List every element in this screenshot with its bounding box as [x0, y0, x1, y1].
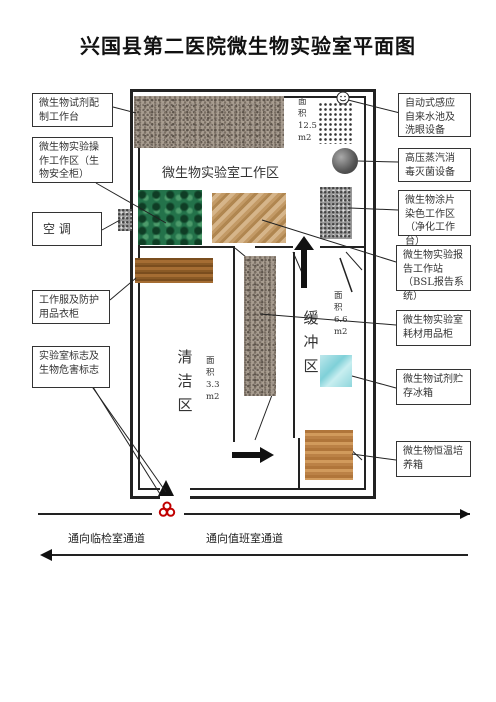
clean-area-wall — [298, 438, 300, 488]
outer-wall-top — [130, 89, 376, 92]
outer-wall-right — [373, 89, 376, 498]
arrow-up-small-icon — [158, 480, 174, 496]
work-area-size-line2: 积 — [298, 109, 307, 119]
clean-area-label: 清 洁 区 — [176, 345, 194, 417]
buffer-area-size-line1: 面 — [334, 291, 343, 301]
divider-vertical-buffer — [293, 252, 295, 438]
label-staining: 微生物涂片染色工作区（净化工作台） — [398, 190, 471, 247]
label-consumables: 微生物实验室耗材用品柜 — [396, 310, 471, 346]
clean-area-size-line4: m2 — [206, 392, 220, 402]
work-area-size: 面 积 12.5 m2 — [298, 96, 328, 144]
label-autoclave: 高压蒸汽消毒灭菌设备 — [398, 148, 471, 182]
work-area-size-line1: 面 — [298, 97, 307, 107]
autoclave — [332, 148, 358, 174]
reagent-fridge — [320, 355, 352, 387]
bottom-wall-right — [190, 496, 376, 499]
smiley-icon — [336, 91, 350, 105]
label-report: 微生物实验报告工作站（BSL报告系统） — [396, 245, 471, 302]
bio-safety-cabinet — [138, 190, 202, 245]
corridor-left-label: 通向临检室通道 — [68, 532, 145, 545]
buffer-area-char2: 冲 — [303, 333, 319, 351]
work-area-size-line4: m2 — [298, 133, 312, 143]
work-area-label: 微生物实验室工作区 — [162, 166, 280, 181]
label-reagent-prep: 微生物试剂配制工作台 — [32, 93, 113, 127]
outer-wall-left — [130, 89, 133, 498]
biohazard-icon — [158, 501, 176, 519]
label-incubator: 微生物恒温培养箱 — [396, 441, 471, 477]
consumables-cabinet — [244, 256, 276, 396]
divider-work-area-right — [255, 246, 293, 248]
clean-area-size-line3: 3.3 — [206, 380, 220, 390]
inner-wall-right — [364, 96, 366, 490]
arrow-left-icon — [40, 549, 52, 561]
bottom-inner-wall-left — [138, 488, 160, 490]
label-biohazard-sign: 实验室标志及生物危害标志 — [32, 346, 110, 388]
label-ac: 空 调 — [32, 212, 102, 246]
label-bio-safety: 微生物实验操作工作区（生物安全柜） — [32, 137, 113, 183]
divider-work-area-right2 — [320, 246, 366, 248]
work-area-size-line3: 12.5 — [298, 121, 317, 131]
buffer-area-label: 缓 冲 区 — [302, 306, 320, 378]
staining-bench — [320, 187, 352, 239]
auto-sink — [318, 102, 354, 144]
bottom-wall-left — [130, 496, 160, 499]
buffer-area-size-line3: 6.6 — [334, 315, 348, 325]
label-clothing: 工作服及防护用品衣柜 — [32, 290, 110, 324]
buffer-area-size: 面 积 6.6 m2 — [334, 290, 360, 338]
clean-area-char1: 清 — [177, 348, 193, 366]
label-auto-sink: 自动式感应自来水池及洗眼设备 — [398, 93, 471, 137]
corridor-right-label: 通向值班室通道 — [206, 532, 283, 545]
divider-vertical-clean — [233, 246, 235, 442]
incubator — [305, 430, 353, 480]
arrow-right-icon — [232, 447, 274, 463]
clean-area-size-line2: 积 — [206, 368, 215, 378]
buffer-area-char3: 区 — [303, 357, 319, 375]
page-title: 兴国县第二医院微生物实验室平面图 — [80, 34, 416, 58]
buffer-area-size-line4: m2 — [334, 327, 348, 337]
inner-wall-left — [138, 96, 140, 490]
clean-area-size-line1: 面 — [206, 356, 215, 366]
report-workstation — [212, 193, 286, 243]
label-reagent-fridge: 微生物试剂贮存冰箱 — [396, 369, 471, 405]
buffer-area-size-line2: 积 — [334, 303, 343, 313]
clean-area-char3: 区 — [177, 396, 193, 414]
clean-area-size: 面 积 3.3 m2 — [206, 355, 230, 403]
reagent-prep-bench — [134, 96, 284, 148]
clean-area-char2: 洁 — [177, 372, 193, 390]
divider-work-area — [138, 246, 233, 248]
arrow-up-icon — [294, 236, 314, 288]
clothing-cabinet — [135, 258, 213, 283]
bottom-inner-wall-right — [190, 488, 366, 490]
ac-unit — [118, 209, 132, 231]
